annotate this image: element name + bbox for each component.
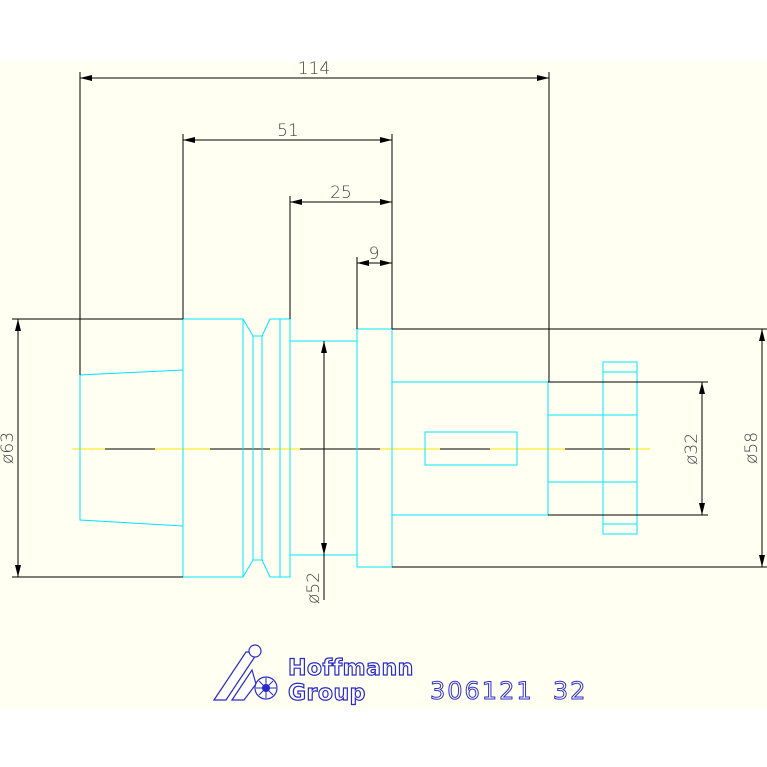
part-outline	[79, 318, 638, 578]
logo-line-2: Group	[288, 681, 366, 706]
drawing-area	[0, 61, 767, 709]
dim-dia-58: ø58	[742, 432, 762, 464]
dimension-labels: 114 51 25 9 ø63 ø52 ø32 ø58	[0, 59, 762, 604]
dim-25: 25	[330, 183, 352, 203]
part-number: 306121 32	[430, 677, 587, 705]
dim-dia-32: ø32	[682, 433, 702, 465]
dimension-lines	[12, 72, 767, 600]
hoffmann-group-logo: Hoffmann Group	[212, 644, 414, 707]
logo-figure-icon	[212, 644, 278, 701]
dim-51: 51	[277, 121, 299, 141]
dim-9: 9	[369, 244, 380, 264]
dim-dia-63: ø63	[0, 432, 18, 464]
dim-dia-52: ø52	[304, 572, 324, 604]
logo-line-1: Hoffmann	[288, 656, 414, 681]
dim-114: 114	[298, 59, 330, 79]
